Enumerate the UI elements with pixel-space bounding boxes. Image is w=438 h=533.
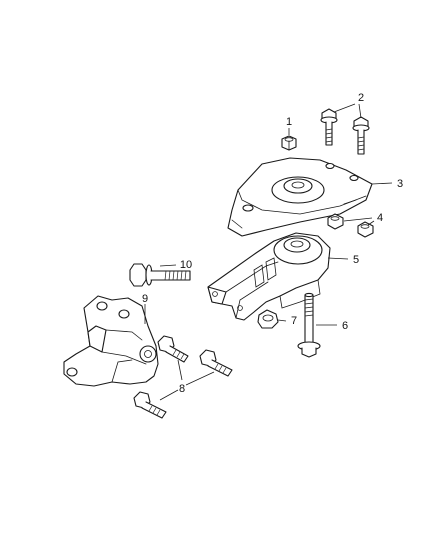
part-10-bolt: [129, 263, 191, 287]
callout-7: 7: [291, 315, 297, 327]
callout-5: 5: [353, 254, 359, 266]
callout-9: 9: [142, 293, 148, 305]
part-5-mount-arm: [207, 232, 331, 321]
callout-2: 2: [358, 92, 364, 104]
part-9-engine-bracket: [63, 295, 159, 387]
callout-3: 3: [397, 178, 403, 190]
leader-lines: [144, 103, 393, 401]
part-6-long-bolt: [297, 292, 321, 358]
callout-6: 6: [342, 320, 348, 332]
callout-4: 4: [377, 212, 383, 224]
part-2-bolt-a: [320, 108, 338, 146]
part-1-nut: [281, 135, 297, 151]
part-8-bolt-c: [133, 391, 167, 419]
part-3-mount-bracket: [227, 157, 373, 237]
callout-8: 8: [179, 383, 185, 395]
part-4-nut-a: [327, 213, 344, 230]
part-8-bolt-a: [157, 335, 189, 363]
callout-10: 10: [180, 259, 192, 271]
part-2-bolt-b: [352, 116, 370, 155]
part-8-bolt-b: [199, 349, 233, 377]
part-4-nut-b: [357, 221, 374, 238]
callout-1: 1: [286, 116, 292, 128]
part-7-nut: [257, 309, 279, 329]
